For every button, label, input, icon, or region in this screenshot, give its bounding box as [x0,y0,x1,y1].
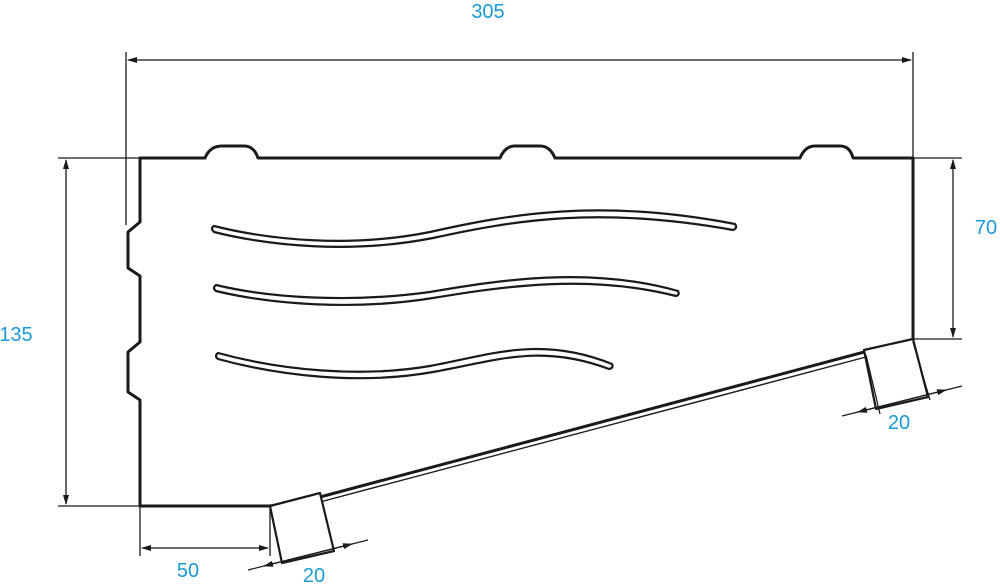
dim-text-right-pad: 20 [888,412,910,434]
dim-line-left-pad-arrows [263,543,353,567]
left-pad [268,491,336,565]
wave-slot-1 [210,209,738,248]
shelf-outline [126,144,915,508]
dim-text-left-pad: 20 [303,565,325,584]
wave-slot-3 [214,347,614,380]
dim-text-70: 70 [975,217,997,239]
slope-inner-line [319,356,867,503]
dim-line-right-pad-arrows [857,389,947,413]
dim-text-50: 50 [177,560,199,582]
dim-text-135: 135 [0,324,33,346]
right-pad [862,337,930,411]
dim-text-305: 305 [471,1,504,23]
wave-slot-2 [212,276,680,306]
